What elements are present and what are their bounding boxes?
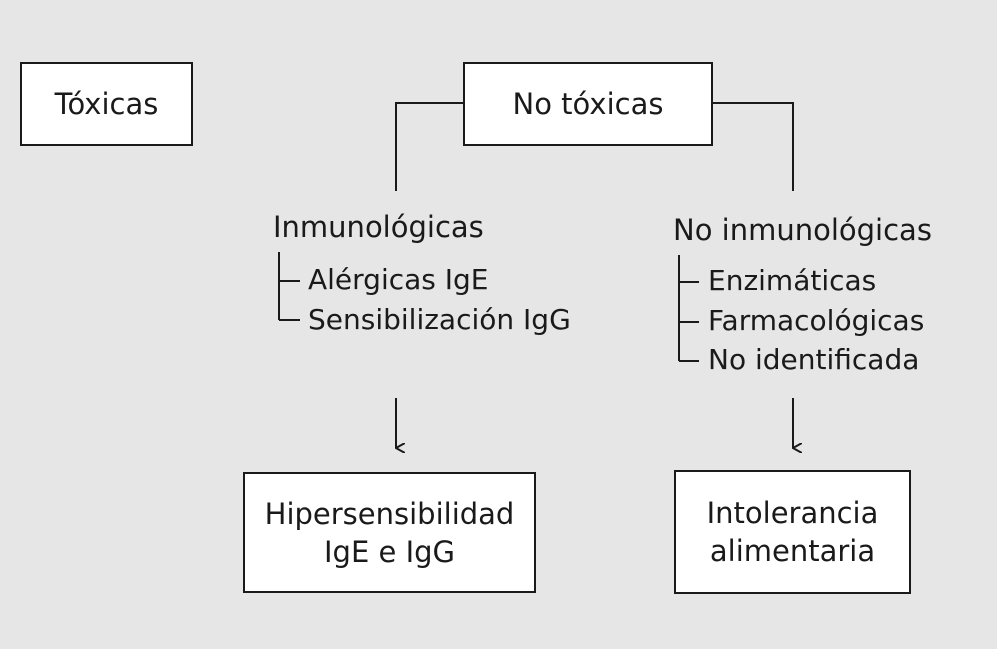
branch-line-right [713, 102, 794, 191]
list-item: Sensibilización IgG [308, 303, 571, 336]
hipersensibilidad-line-2: IgE e IgG [324, 534, 455, 569]
list-item: Enzimáticas [708, 264, 877, 297]
list-item: Alérgicas IgE [308, 263, 489, 296]
hipersensibilidad-line-1: Hipersensibilidad [264, 496, 515, 531]
node-toxicas-label: Tóxicas [54, 87, 159, 121]
list-item: No identificada [708, 343, 920, 376]
node-no-toxicas-label: No tóxicas [512, 87, 664, 121]
node-no-inmunologicas-label: No inmunológicas [673, 213, 932, 247]
node-hipersensibilidad: Hipersensibilidad IgE e IgG [243, 472, 536, 593]
list-item: Farmacológicas [708, 304, 925, 337]
node-intolerancia: Intolerancia alimentaria [674, 470, 911, 594]
node-no-toxicas: No tóxicas [463, 62, 713, 146]
intolerancia-line-2: alimentaria [709, 534, 876, 568]
intolerancia-line-1: Intolerancia [706, 496, 879, 530]
node-toxicas: Tóxicas [20, 62, 193, 146]
node-inmunologicas-label: Inmunológicas [273, 210, 484, 244]
branch-line-left [395, 102, 463, 191]
